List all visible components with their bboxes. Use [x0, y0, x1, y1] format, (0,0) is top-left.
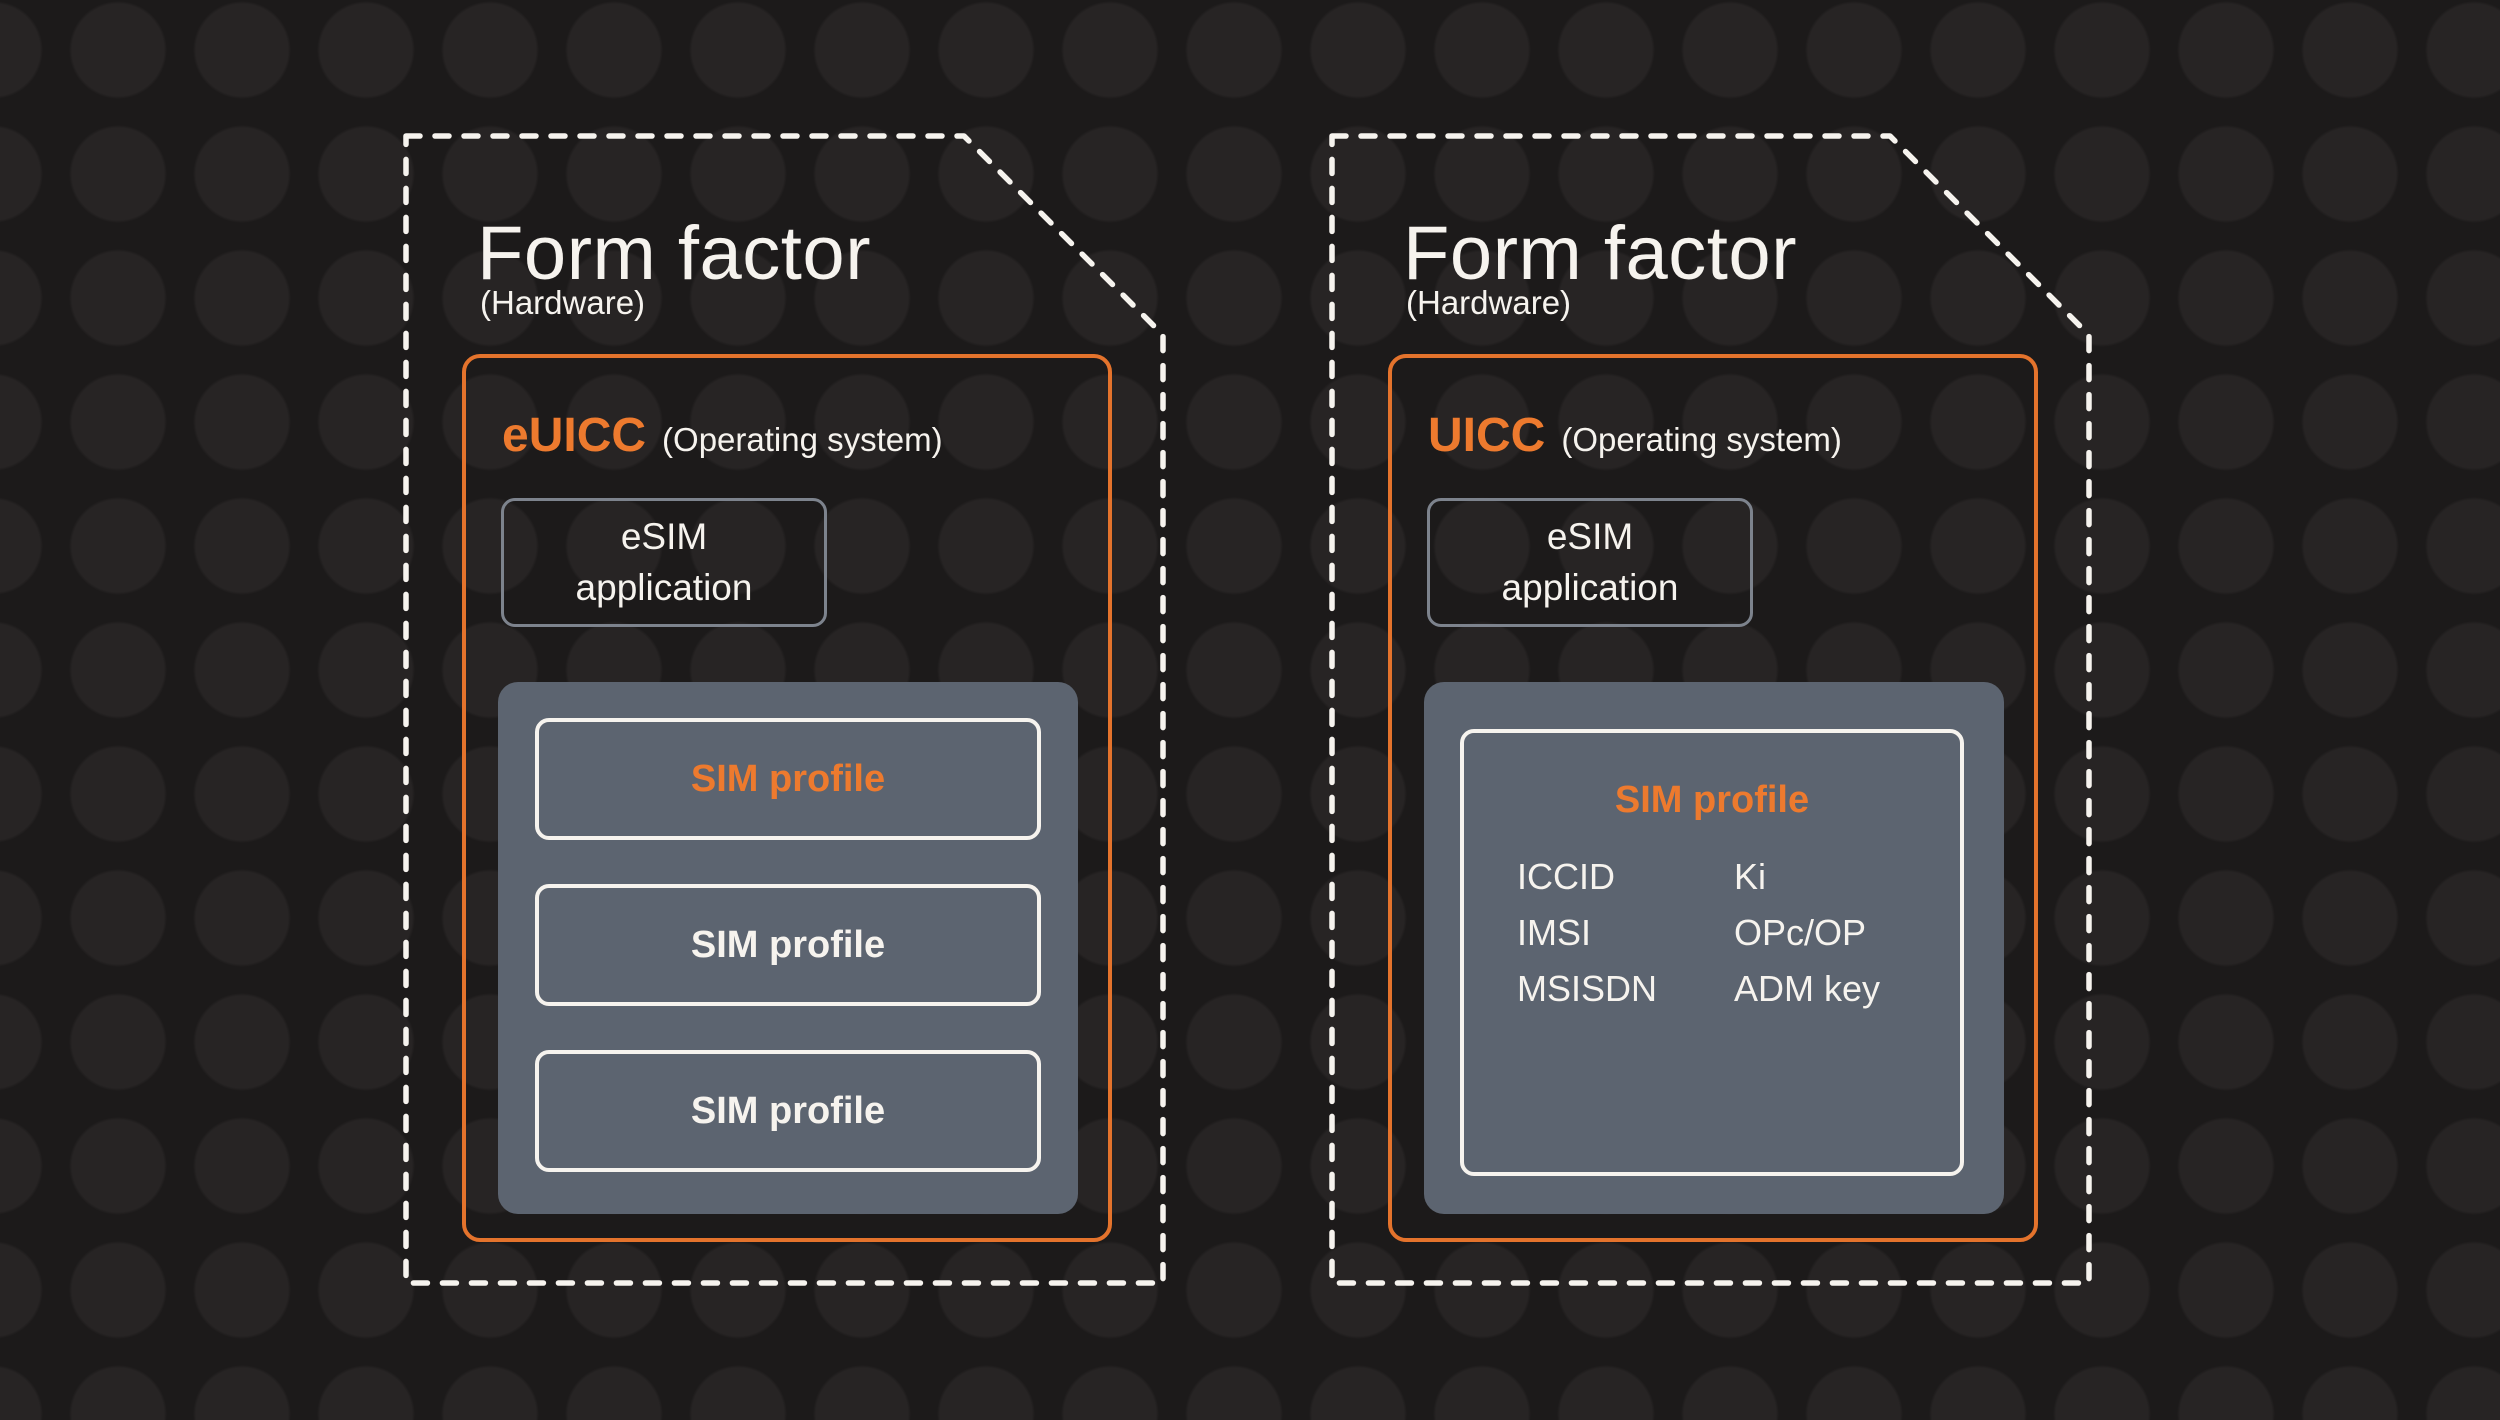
profile-field-opc-op: OPc/OP	[1734, 912, 1867, 953]
sim-profile-panel: SIM profile ICCID IMSI MSISDN Ki OPc/OP …	[1424, 682, 2004, 1214]
sim-profile-box-active: SIM profile	[535, 718, 1041, 840]
card-subtitle: (Hardware)	[480, 284, 646, 321]
sim-profile-fields-column-1: ICCID IMSI MSISDN	[1517, 849, 1657, 1017]
esim-application-box: eSIM application	[501, 498, 827, 627]
card-subtitle: (Hardware)	[1406, 284, 1572, 321]
profile-field-msisdn: MSISDN	[1517, 968, 1658, 1009]
chip-name: UICC	[1428, 409, 1546, 462]
esim-application-label: eSIM application	[1501, 516, 1679, 608]
chip-os-label: (Operating system)	[1561, 421, 1842, 458]
profile-field-ki: Ki	[1734, 856, 1767, 897]
chip-header: UICC (Operating system)	[1428, 412, 1842, 460]
sim-profile-detail-box: SIM profile ICCID IMSI MSISDN Ki OPc/OP …	[1460, 729, 1964, 1176]
sim-profile-box: SIM profile	[535, 884, 1041, 1006]
sim-profile-fields-column-2: Ki OPc/OP ADM key	[1734, 849, 1880, 1017]
chip-header: eUICC (Operating system)	[502, 412, 943, 460]
sim-profiles-panel: SIM profile SIM profile SIM profile	[498, 682, 1078, 1214]
card-title: Form factor	[1403, 211, 1797, 296]
sim-profile-title: SIM profile	[1614, 779, 1810, 821]
esim-application-box: eSIM application	[1427, 498, 1753, 627]
sim-profile-box: SIM profile	[535, 1050, 1041, 1172]
profile-field-imsi: IMSI	[1517, 912, 1592, 953]
chip-os-label: (Operating system)	[662, 421, 943, 458]
euicc-chip-box: eUICC (Operating system) eSIM applicatio…	[462, 354, 1112, 1242]
profile-field-adm-key: ADM key	[1734, 968, 1881, 1009]
form-factor-card-euicc: Form factor (Hardware) eUICC (Operating …	[405, 130, 1167, 1288]
form-factor-card-uicc: Form factor (Hardware) UICC (Operating s…	[1331, 130, 2093, 1288]
chip-name: eUICC	[502, 409, 647, 462]
esim-application-label: eSIM application	[575, 516, 753, 608]
profile-field-iccid: ICCID	[1517, 856, 1615, 897]
card-title: Form factor	[477, 211, 871, 296]
uicc-chip-box: UICC (Operating system) eSIM application…	[1388, 354, 2038, 1242]
